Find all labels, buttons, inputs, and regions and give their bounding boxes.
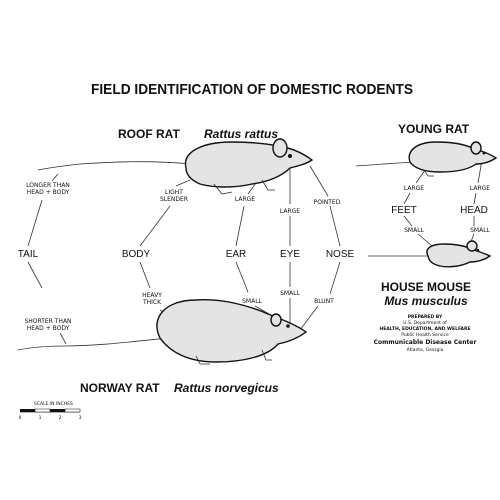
roof-body-connector [175,179,191,187]
roof-tail-connector [51,173,59,182]
norway-rat-illustration [17,298,308,365]
roof-rat-illustration [37,138,314,195]
credits-block: PREPARED BY U.S. Department of HEALTH, E… [374,314,477,353]
mouse-head-trait: SMALL [470,227,490,234]
house-mouse-scientific-name: Mus musculus [384,294,468,308]
norway-rat-tail [17,337,169,351]
credits-phs: Public Health Service [401,332,449,338]
scale-tick-2: 2 [59,415,62,421]
norway-body-trait-line1: HEAVY [142,292,162,299]
norway-ear-trait: SMALL [242,298,262,305]
roof-rat-scientific-name: Rattus rattus [204,127,278,141]
roof-rat-front-leg [261,179,275,191]
scale-segment-1 [20,409,35,412]
feet-mouse-connector [403,215,413,227]
house-mouse-eye [476,248,480,252]
scale-segment-2 [34,408,51,413]
young-rat-illustration [355,141,498,177]
chart-title: FIELD IDENTIFICATION OF DOMESTIC RODENTS [91,81,413,98]
young-rat-eye [482,151,486,155]
norway-body-trait-line2: THICK [142,299,162,306]
norway-tail-connector [59,332,67,345]
credits-cdc: Communicable Disease Center [374,339,477,346]
scale-label: SCALE IN INCHES [34,401,73,407]
norway-rat-front-leg [261,349,272,361]
house-mouse-body [426,243,492,268]
young-rat-tail [355,161,415,167]
roof-nose-trait: POINTED [314,199,341,206]
norway-rat-ear [270,313,282,327]
nose-roof-connector [329,205,341,247]
head-young-connector [473,192,477,205]
young-rat-body [408,141,498,173]
nose-norway-connector [329,261,341,295]
roof-nose-connector [309,165,329,197]
roof-ear-trait: LARGE [235,196,255,203]
scale-tick-0: 0 [19,415,22,421]
norway-rat-common-name: NORWAY RAT [80,381,160,395]
credits-department: U.S. Department of [403,320,447,326]
scale-segment-4 [64,408,81,413]
category-ear: EAR [226,249,247,260]
ear-norway-connector [235,261,249,293]
category-body: BODY [122,249,151,260]
scale-tick-3: 3 [79,415,82,421]
mouse-feet-trait: SMALL [404,227,424,234]
roof-rat-tail [37,161,191,171]
tail-roof-connector [27,199,43,247]
house-mouse-ear [466,240,478,252]
scale-bar: SCALE IN INCHES 0 1 2 3 [19,401,82,421]
body-norway-connector [139,261,151,289]
norway-eye-trait: SMALL [280,290,300,297]
roof-rat-hind-leg [213,183,233,195]
tail-norway-connector [27,261,43,289]
credits-hew: HEALTH, EDUCATION, AND WELFARE [379,326,470,332]
roof-tail-trait-line2: HEAD + BODY [27,189,70,196]
category-tail: TAIL [18,249,39,260]
connector-lines [27,149,483,345]
roof-tail-trait-line1: LONGER THAN [26,182,70,189]
category-eye: EYE [280,249,300,260]
roof-rat-common-name: ROOF RAT [118,127,180,141]
scale-segment-3 [50,409,65,412]
roof-body-trait-line1: LIGHT [165,189,183,196]
roof-rat-ear [272,138,288,158]
norway-rat-eye [286,324,290,328]
roof-rat-eye [288,154,292,158]
norway-tail-trait-line2: HEAD + BODY [27,325,70,332]
scale-tick-1: 1 [39,415,42,421]
mouse-feet-connector [417,233,433,247]
young-rat-ear [470,141,482,155]
feet-young-connector [403,192,411,205]
young-head-trait: LARGE [470,185,490,192]
roof-eye-trait: LARGE [280,208,300,215]
category-feet: FEET [391,205,417,216]
norway-rat-scientific-name: Rattus norvegicus [174,381,279,395]
credits-prepared-by: PREPARED BY [408,314,443,320]
norway-nose-trait: BLUNT [314,298,334,305]
house-mouse-common-name: HOUSE MOUSE [381,280,471,294]
norway-nose-connector [299,305,319,331]
young-rat-leg [423,169,434,177]
category-nose: NOSE [326,249,355,260]
young-rat-common-name: YOUNG RAT [398,122,470,136]
norway-rat-body [156,298,308,363]
category-head: HEAD [460,205,488,216]
ear-roof-connector [235,205,245,247]
body-roof-connector [139,205,171,247]
norway-rat-hind-leg [195,355,210,365]
roof-body-trait-line2: SLENDER [160,196,188,203]
credits-location: Atlanta, Georgia [407,347,444,353]
young-feet-trait: LARGE [404,185,424,192]
norway-tail-trait-line1: SHORTER THAN [24,318,71,325]
house-mouse-illustration [368,240,492,268]
roof-rat-body [184,141,314,188]
